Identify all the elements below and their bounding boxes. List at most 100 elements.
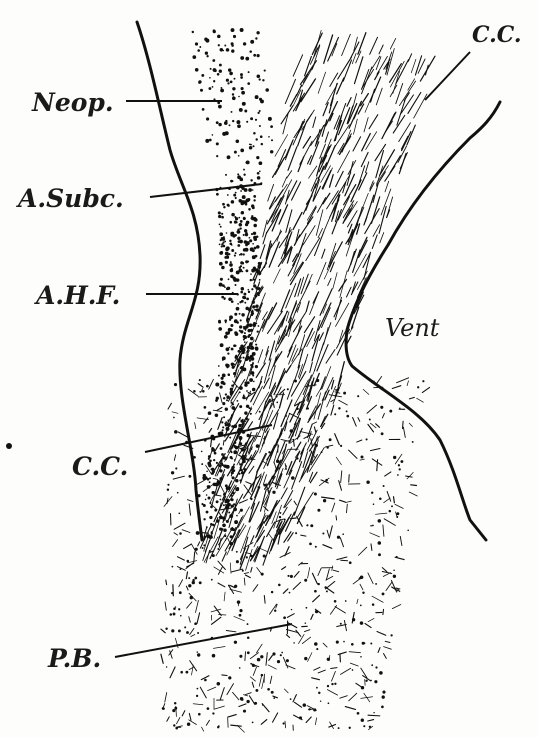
stipple-dot xyxy=(226,347,230,351)
stipple-dot xyxy=(256,31,259,34)
fibre-stroke xyxy=(337,625,346,627)
stipple-dot xyxy=(229,437,231,439)
fibre-stroke xyxy=(335,434,340,445)
fibre-stroke xyxy=(383,525,384,536)
stipple-dot xyxy=(243,169,245,171)
fibre-stroke xyxy=(165,602,166,610)
fibre-stroke xyxy=(312,573,317,584)
fibre-stroke xyxy=(327,690,337,696)
fibre-stroke xyxy=(166,580,167,585)
fibre-stroke xyxy=(249,466,254,473)
fibre-stroke xyxy=(245,652,246,661)
stipple-dot xyxy=(398,464,400,466)
stipple-dot xyxy=(225,393,227,395)
stipple-dot xyxy=(231,200,235,204)
fibre-stroke xyxy=(375,144,386,160)
stipple-dot xyxy=(227,82,229,84)
stipple-dot xyxy=(241,212,243,214)
fibre-stroke xyxy=(385,181,389,192)
fibre-stroke xyxy=(333,273,337,289)
stipple-dot xyxy=(240,367,242,369)
stipple-dot xyxy=(219,232,223,236)
fibre-stroke xyxy=(323,545,332,549)
stipple-dot xyxy=(244,332,246,334)
stipple-dot xyxy=(227,194,229,196)
stipple-dot xyxy=(231,348,234,351)
stipple-dot xyxy=(286,659,289,662)
stipple-dot xyxy=(184,626,186,628)
fibre-stroke xyxy=(332,503,335,512)
stipple-dot xyxy=(201,74,204,77)
stipple-dot xyxy=(247,289,249,291)
fibre-stroke xyxy=(329,242,342,267)
fibre-stroke xyxy=(250,677,255,681)
fibre-stroke xyxy=(165,693,167,703)
fibre-stroke xyxy=(234,616,245,620)
stipple-dot xyxy=(262,704,263,705)
stipple-dot xyxy=(225,252,229,256)
fibre-stroke xyxy=(347,162,353,186)
stipple-dot xyxy=(230,269,234,273)
stipple-dot xyxy=(226,499,229,502)
stipple-dot xyxy=(203,477,206,480)
stipple-dot xyxy=(242,570,244,572)
fibre-stroke xyxy=(209,429,212,433)
fibre-stroke xyxy=(373,184,378,203)
stipple-dot xyxy=(225,174,227,176)
fibre-stroke xyxy=(418,59,425,73)
stipple-dot xyxy=(173,417,175,419)
fibre-stroke xyxy=(377,632,386,636)
stipple-dot xyxy=(400,460,403,463)
fibre-stroke xyxy=(299,634,305,643)
stipple-dot xyxy=(231,49,234,52)
fibre-stroke xyxy=(399,123,411,142)
stipple-dot xyxy=(250,217,253,220)
stipple-dot xyxy=(228,512,230,514)
stipple-dot xyxy=(224,241,226,243)
stipple-dot xyxy=(248,188,252,192)
fibre-stroke xyxy=(318,303,331,330)
stipple-dot xyxy=(223,416,225,418)
stipple-dot xyxy=(270,150,273,153)
fibre-stroke xyxy=(349,450,357,458)
fibre-stroke xyxy=(293,582,301,589)
stipple-dot xyxy=(220,447,223,450)
stipple-dot xyxy=(242,396,245,399)
fibre-stroke xyxy=(411,485,417,486)
fibre-stroke xyxy=(284,470,292,488)
stipple-dot xyxy=(255,305,258,308)
fibre-stroke xyxy=(301,274,308,294)
stipple-dot xyxy=(343,641,345,643)
margin-dot xyxy=(6,443,12,449)
stipple-dot xyxy=(244,411,247,414)
fibre-stroke xyxy=(161,629,165,633)
fibre-stroke xyxy=(278,180,292,206)
fibre-stroke xyxy=(301,443,307,454)
fibre-stroke xyxy=(273,157,285,177)
fibre-stroke xyxy=(350,663,358,666)
stipple-dot xyxy=(225,322,227,324)
stipple-dot xyxy=(229,240,231,242)
fibre-stroke xyxy=(307,207,316,223)
fibre-stroke xyxy=(177,557,184,560)
fibre-stroke xyxy=(271,231,282,248)
stipple-dot xyxy=(243,234,245,236)
fibre-stroke xyxy=(189,713,191,720)
fibre-stroke xyxy=(222,552,226,561)
fibre-stroke xyxy=(385,472,391,476)
stipple-dot xyxy=(238,217,240,219)
stipple-dot xyxy=(178,629,181,632)
stipple-dot xyxy=(240,265,242,267)
stipple-dot xyxy=(208,87,211,90)
stipple-dot xyxy=(205,52,208,55)
stipple-dot xyxy=(226,79,229,82)
stipple-dot xyxy=(221,421,223,423)
stipple-dot xyxy=(263,554,266,557)
stipple-dot xyxy=(245,233,248,236)
fibre-stroke xyxy=(361,193,368,212)
stipple-dot xyxy=(238,155,240,157)
fibre-stroke xyxy=(355,57,363,84)
stipple-dot xyxy=(239,227,241,229)
stipple-dot xyxy=(328,702,330,704)
